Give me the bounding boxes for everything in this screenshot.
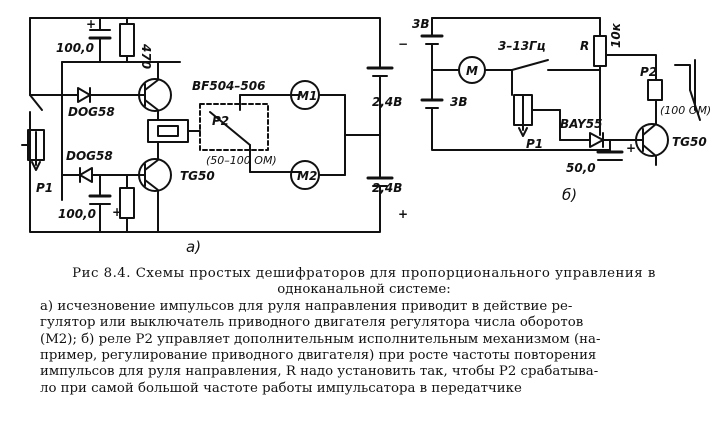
res1-label: 470 [139, 43, 153, 69]
cap-b-label: 50,0 [566, 161, 596, 175]
diode2-label: DOG58 [66, 149, 113, 163]
relay-label: P2 [212, 114, 229, 128]
relay-b-label: P2 [640, 65, 657, 79]
caption-body-line: гулятор или выключатель приводного двига… [40, 315, 584, 331]
plus1-label: + [86, 17, 96, 31]
cap2-label: 100,0 [58, 207, 96, 221]
cap1-label: 100,0 [56, 41, 94, 55]
plus2-label: + [112, 205, 122, 219]
motor1-label: M1 [297, 89, 317, 103]
relay-spec-label: (50–100 ОМ) [206, 154, 277, 167]
batt1-label: 3В [412, 17, 430, 31]
sublabel-b: б) [562, 186, 577, 204]
minus-label: − [398, 37, 408, 51]
diode1-label: DOG58 [68, 105, 115, 119]
caption-body-line: а) исчезновение импульсов для руля напра… [40, 298, 573, 314]
batt2-label: 3В [450, 95, 468, 109]
diode-b-label: BAY55 [560, 117, 602, 131]
caption-title-line-1: Рис 8.4. Схемы простых дешифраторов для … [72, 266, 656, 281]
circuit-a [21, 17, 394, 233]
caption-body-line: пример, регулирование приводного двигате… [40, 348, 597, 364]
transistor1-label: BF504–506 [192, 79, 265, 93]
caption-title-line-2: одноканальной системе: [277, 282, 451, 298]
caption-body-line: (М2); б) реле Р2 управляет дополнительны… [40, 331, 601, 347]
relay-b-spec: (100 ОМ) [660, 104, 711, 117]
caption-body-line: импульсов для руля направления, R надо у… [40, 364, 599, 380]
transistor-b-label: TG50 [672, 135, 707, 149]
batt-top-label: 2,4В [372, 95, 402, 109]
cap-b-plus: + [626, 141, 636, 155]
schematic-figure: 100,0 470 BF504–506 DOG58 P2 (50–100 ОМ)… [21, 17, 711, 256]
res-val-label: 10к [609, 22, 623, 48]
batt-bottom-label: 2,4В [372, 181, 402, 195]
caption-body-line: ло при самой большой частоте работы импу… [40, 380, 522, 396]
sublabel-a: а) [186, 238, 201, 256]
motor-label: М [466, 64, 478, 78]
res-label: R [580, 39, 589, 53]
motor2-label: M2 [297, 169, 317, 183]
caption-title: Рис 8.4. Схемы простых дешифраторов для … [22, 266, 706, 299]
caption-body: а) исчезновение импульсов для руля напра… [22, 299, 706, 397]
pot-label: P1 [36, 181, 53, 195]
plus3-label: + [398, 207, 408, 221]
circuit-b [420, 17, 701, 166]
transistor2-label: TG50 [180, 169, 215, 183]
freq-label: 3–13Гц [498, 39, 546, 53]
pot-b-label: P1 [526, 137, 543, 151]
figure-caption: Рис 8.4. Схемы простых дешифраторов для … [22, 266, 706, 397]
